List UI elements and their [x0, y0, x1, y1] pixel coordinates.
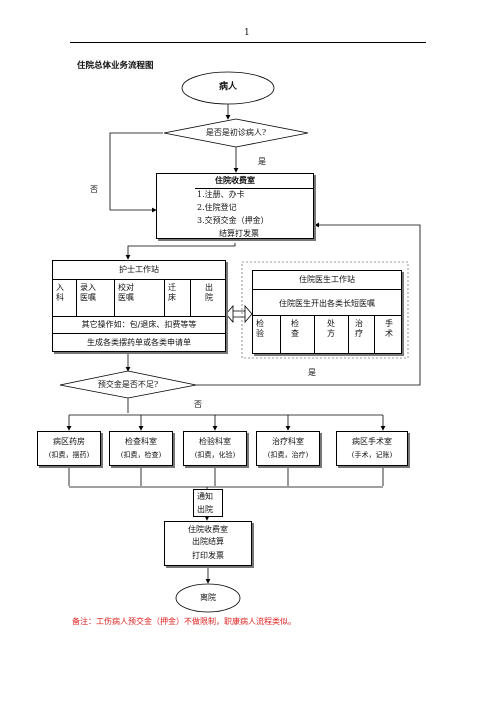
inpatient-cashier-box: 住院收费室 1.注册、办卡 2.住院登记 3.交预交金（押金） 结算打发票 [156, 173, 314, 239]
doctor-cell-treatment: 治疗 [349, 316, 375, 353]
deposit-question: 预交金是否不足? [97, 380, 159, 389]
doctor-station-subtitle: 住院医生开出各类长短医嘱 [279, 299, 375, 308]
nurse-other-operations: 其它操作如：包/退床、扣费等等 [81, 320, 197, 329]
nurse-cell-discharge: 出院 [205, 283, 213, 302]
cashier-item-2: 2.住院登记 [197, 203, 237, 212]
dept-exam: 检查科室 (扣费，检查) [109, 431, 173, 466]
nurse-station-title: 护士工作站 [119, 265, 159, 274]
dept-ward-surgery: 病区手术室 (手术，记账) [336, 431, 408, 466]
doctor-station-title: 住院医生工作站 [299, 275, 355, 284]
cashier-title: 住院收费室 [215, 176, 255, 185]
nurse-station-box: 护士工作站 入科 录入医嘱 校对医嘱 迁床 出院 其它操作如：包/退床、扣费等等… [52, 260, 226, 352]
notify-discharge-box: 通知 出院 [193, 489, 223, 517]
patient-node: 病人 [218, 82, 237, 92]
first-visit-question: 是否是初诊病人? [205, 128, 267, 137]
page-title: 住院总体业务流程图 [77, 61, 154, 71]
cashier-item-3: 3.交预交金（押金） [197, 216, 269, 225]
nurse-cell-transfer-bed: 迁床 [165, 280, 191, 316]
doctor-cell-lab-test: 检验 [253, 316, 281, 353]
first-visit-no-label: 否 [90, 185, 98, 194]
doctor-station-box: 住院医生工作站 住院医生开出各类长短医嘱 检验 检查 处方 治疗 手术 [252, 270, 402, 354]
doctor-cell-surgery: 手术 [385, 319, 393, 338]
first-visit-yes-label: 是 [258, 157, 266, 166]
doctor-cell-exam: 检查 [281, 316, 315, 353]
dept-treatment: 治疗科室 (扣费，治疗) [256, 431, 320, 466]
header-rule [70, 42, 426, 43]
dept-lab: 检验科室 (扣费，化验) [183, 431, 247, 466]
nurse-cell-enter-orders: 录入医嘱 [77, 280, 115, 316]
deposit-yes-label: 是 [308, 368, 316, 377]
nurse-cell-admit: 入科 [53, 280, 77, 316]
nurse-generate-orders: 生成各类摆药单或各类申请单 [87, 338, 191, 347]
cashier-receipt: 结算打发票 [219, 229, 259, 238]
deposit-no-label: 否 [194, 400, 202, 409]
discharge-cashier-box: 住院收费室 出院结算 打印发票 [164, 521, 252, 566]
leave-node: 离院 [200, 593, 216, 602]
page-number: 1 [244, 28, 250, 38]
dept-ward-pharmacy: 病区药房 (扣费，摆药) [37, 431, 101, 466]
doctor-cell-prescription: 处方 [315, 316, 349, 353]
footnote: 备注：工伤病人预交金（押金）不做限制，职康病人流程类似。 [72, 617, 296, 626]
cashier-item-1: 1.注册、办卡 [197, 190, 245, 199]
nurse-cell-verify-orders: 校对医嘱 [115, 280, 165, 316]
